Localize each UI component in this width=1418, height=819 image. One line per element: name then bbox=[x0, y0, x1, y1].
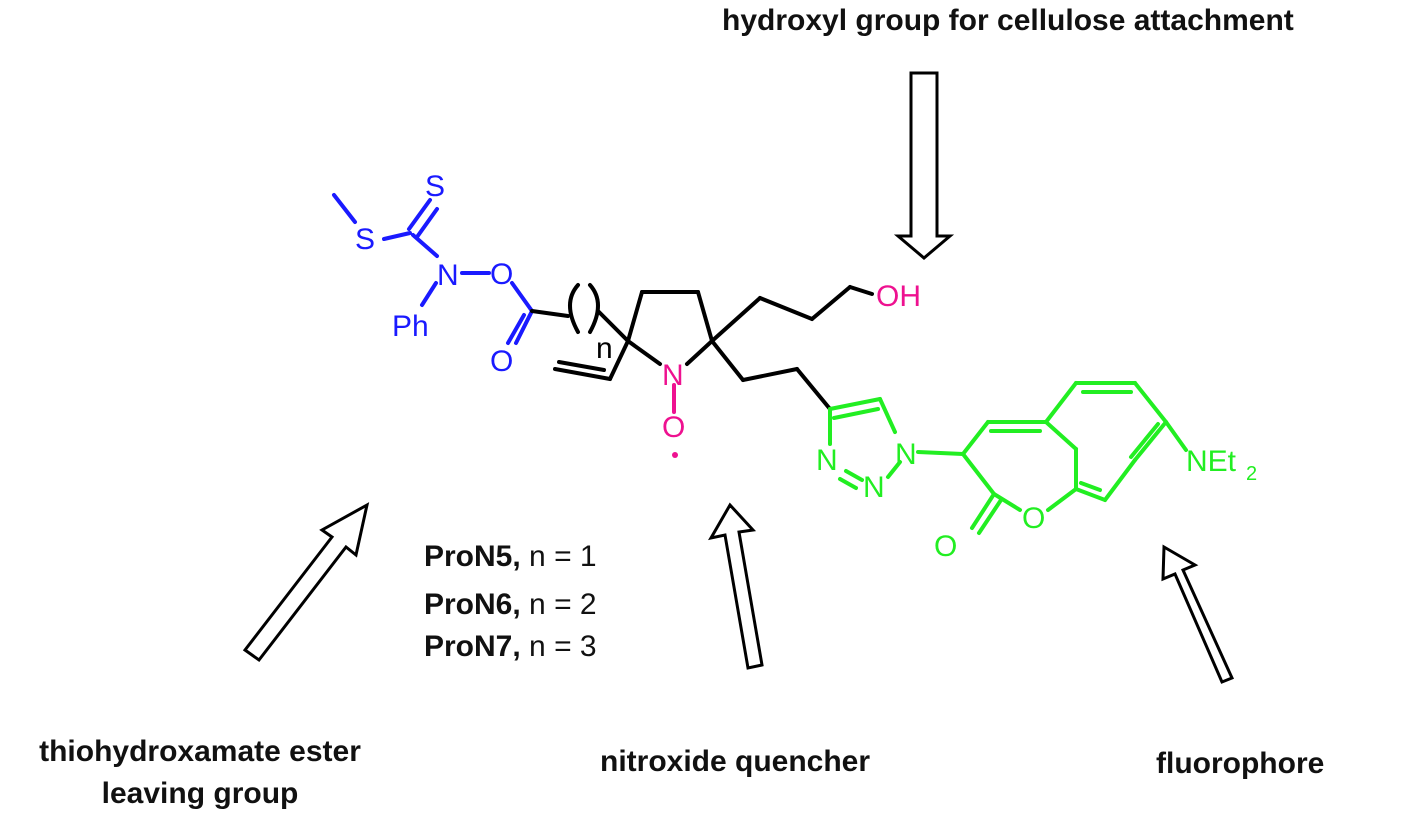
atom-s-thione: S bbox=[425, 170, 445, 203]
atom-s-methyl: S bbox=[355, 223, 375, 256]
compound-name: ProN7, bbox=[424, 630, 521, 663]
atom-n-amide: N bbox=[437, 259, 459, 292]
atom-n-triazole-2: N bbox=[816, 444, 838, 477]
compound-n-value: n = 3 bbox=[529, 630, 597, 663]
atom-o-lactone: O bbox=[934, 530, 957, 563]
arrow-up-leaving-group bbox=[242, 502, 370, 663]
atom-o-radical: O bbox=[662, 411, 685, 444]
atom-n-triazole-3: N bbox=[863, 471, 885, 504]
leaving-group-caption-line1: thiohydroxamate ester bbox=[39, 735, 361, 768]
leaving-group-caption-line2: leaving group bbox=[101, 777, 299, 810]
arrow-up-quencher bbox=[708, 502, 764, 670]
atom-n-triazole-1: N bbox=[895, 438, 917, 471]
compound-pron5: ProN5, n = 1 bbox=[424, 542, 597, 572]
atom-net2-subscript: 2 bbox=[1246, 463, 1257, 485]
atom-o-carbonyl: O bbox=[490, 345, 513, 378]
radical-dot bbox=[672, 452, 678, 458]
compound-pron6: ProN6, n = 2 bbox=[424, 590, 597, 620]
pyrrolidine-scaffold bbox=[530, 283, 874, 411]
compound-name: ProN6, bbox=[424, 588, 521, 621]
compound-n-value: n = 2 bbox=[529, 588, 597, 621]
atom-n-nitroxide: N bbox=[662, 359, 684, 392]
compound-pron7: ProN7, n = 3 bbox=[424, 632, 597, 662]
atom-o-ring: O bbox=[1022, 502, 1045, 535]
thiohydroxamate-ester-group bbox=[332, 193, 534, 345]
quencher-caption: nitroxide quencher bbox=[600, 745, 871, 778]
compound-n-value: n = 1 bbox=[529, 540, 597, 573]
atom-hydroxyl: OH bbox=[876, 280, 921, 313]
leaving-group-caption: thiohydroxamate ester leaving group bbox=[0, 731, 400, 815]
atom-n-subscript: n bbox=[596, 332, 613, 365]
arrow-down-hydroxyl bbox=[893, 71, 955, 260]
atom-ph: Ph bbox=[392, 310, 429, 343]
arrow-up-fluorophore bbox=[1161, 544, 1235, 684]
fluorophore-caption: fluorophore bbox=[1156, 747, 1325, 780]
compound-name: ProN5, bbox=[424, 540, 521, 573]
hydroxyl-caption: hydroxyl group for cellulose attachment bbox=[722, 4, 1294, 37]
atom-net2: NEt bbox=[1186, 445, 1237, 478]
fluorophore-group bbox=[828, 381, 1188, 535]
atom-o-ester: O bbox=[490, 258, 513, 291]
